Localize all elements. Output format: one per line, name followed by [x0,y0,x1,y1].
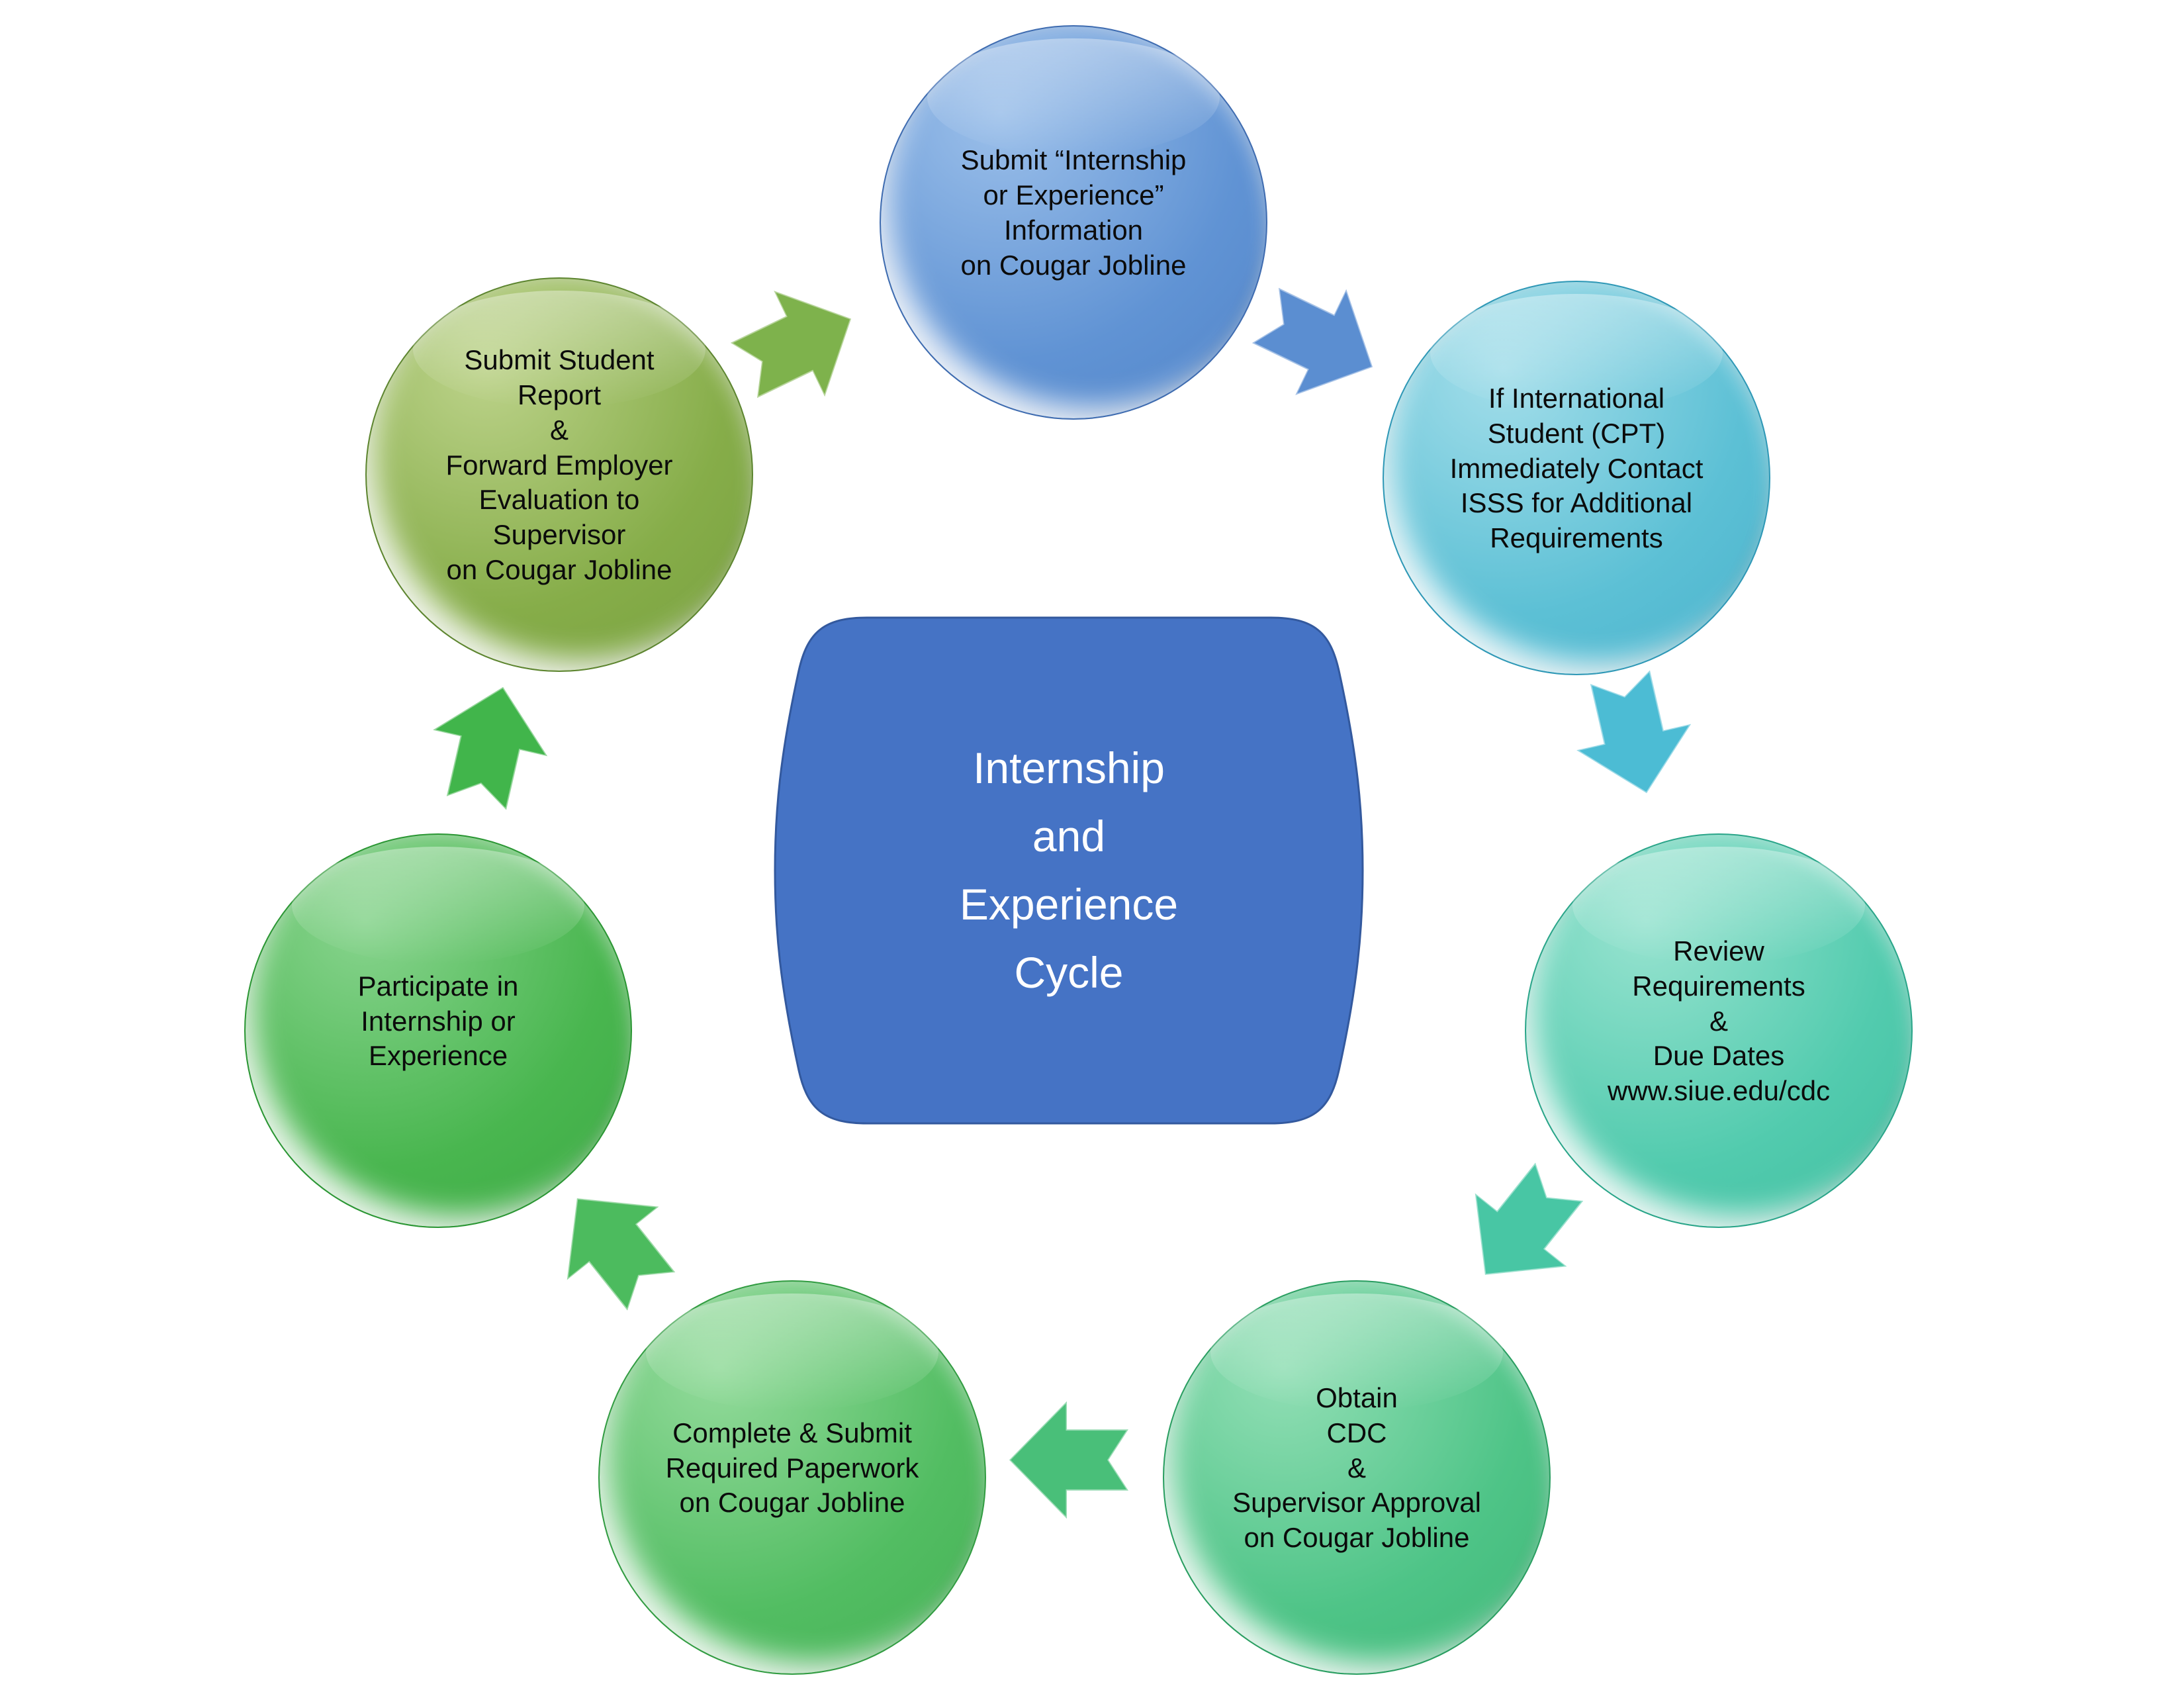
node-review-requirements-due-dates: Review Requirements & Due Dates www.siue… [1525,833,1913,1228]
cycle-arrow-top-to-upper-right [1239,260,1399,422]
node-label: Review Requirements & Due Dates www.siue… [1607,935,1831,1107]
node-obtain-cdc-supervisor-approval: Obtain CDC & Supervisor Approval on Coug… [1163,1280,1551,1675]
node-submit-student-report-forward-employer-evaluation: Submit Student Report & Forward Employer… [365,277,753,672]
arrow-icon [430,685,550,813]
node-label: Submit Student Report & Forward Employer… [445,344,673,586]
cycle-arrow-lower-right-to-lower-left [1007,1398,1131,1522]
node-label: Submit “Internship or Experience” Inform… [960,144,1187,281]
node-label: Complete & Submit Required Paperwork on … [665,1417,919,1519]
node-submit-internship-or-experience-information: Submit “Internship or Experience” Inform… [880,25,1267,420]
arrow-icon [1573,667,1694,795]
center-shape-path [774,616,1364,1125]
node-participate-in-internship-or-experience: Participate in Internship or Experience [244,833,632,1228]
node-international-student-cpt-contact-isss: If International Student (CPT) Immediate… [1383,281,1770,675]
node-label: If International Student (CPT) Immediate… [1449,382,1704,554]
cycle-arrow-left-to-upper-left [417,673,563,817]
cycle-arrow-upper-right-to-right [1561,663,1707,807]
node-label: Obtain CDC & Supervisor Approval on Coug… [1232,1382,1481,1554]
node-complete-submit-required-paperwork: Complete & Submit Required Paperwork on … [598,1280,986,1675]
arrow-icon [565,1197,678,1313]
cycle-arrow-lower-left-to-left [529,1160,700,1329]
center-shape [774,616,1364,1125]
arrow-icon [1473,1160,1586,1276]
center-title: Internship and Experience Cycle [959,743,1179,997]
cycle-arrow-right-to-lower-right [1437,1143,1608,1313]
arrow-icon [728,289,853,400]
arrow-icon [1250,285,1375,397]
node-label: Participate in Internship or Experience [357,970,519,1072]
arrow-icon [1007,1398,1131,1522]
cycle-arrow-upper-left-to-top [717,263,878,426]
